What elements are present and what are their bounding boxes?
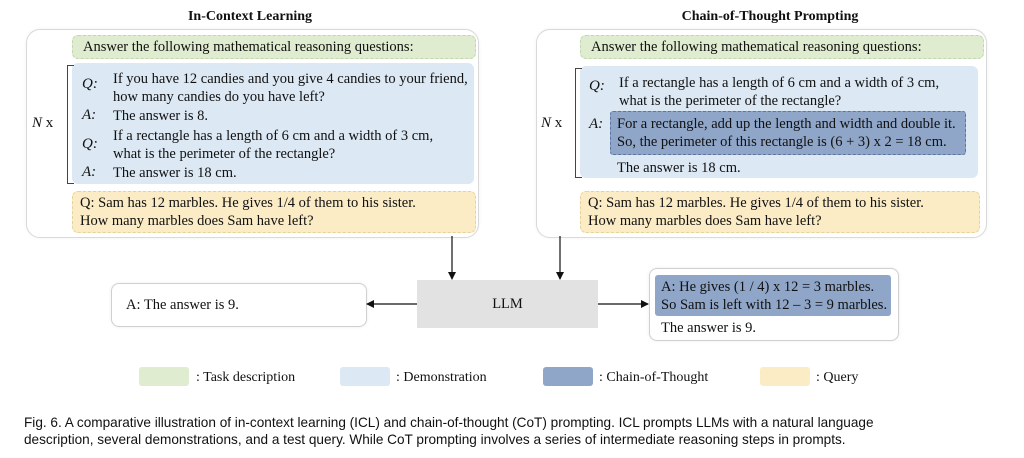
cot-demo-reasoning-line2: So, the perimeter of this rectangle is (… (617, 134, 947, 150)
icl-query-line1: Q: Sam has 12 marbles. He gives 1/4 of t… (80, 195, 416, 211)
icl-task-description: Answer the following mathematical reason… (72, 35, 476, 59)
cot-output-reasoning (655, 275, 891, 316)
icl-demo2-question-line1: If a rectangle has a length of 6 cm and … (113, 128, 434, 144)
cot-title: Chain-of-Thought Prompting (681, 9, 859, 24)
legend-label-cot: : Chain-of-Thought (599, 370, 709, 385)
icl-demo2-question-line2: what is the perimeter of the rectangle? (113, 146, 336, 162)
legend-swatch-demonstration (340, 367, 390, 386)
legend-label-query: : Query (816, 370, 859, 385)
cot-demo-a-label: A: (589, 116, 604, 132)
figure-caption-line2: description, several demonstrations, and… (24, 432, 846, 447)
cot-output-reasoning-line1: A: He gives (1 / 4) x 12 = 3 marbles. (661, 279, 875, 295)
cot-task-description: Answer the following mathematical reason… (580, 35, 984, 59)
icl-query (72, 191, 476, 233)
cot-n-times-label: N x (541, 115, 563, 131)
legend-swatch-query (760, 367, 810, 386)
cot-demo-question-line1: If a rectangle has a length of 6 cm and … (619, 75, 940, 91)
llm-box: LLM (417, 280, 598, 328)
icl-demo2-answer: The answer is 18 cm. (113, 165, 237, 181)
figure-caption-line1: Fig. 6. A comparative illustration of in… (24, 415, 874, 430)
cot-output-answer: The answer is 9. (661, 320, 757, 336)
icl-n-brace (67, 65, 74, 184)
cot-n-brace (575, 68, 582, 178)
icl-title: In-Context Learning (187, 9, 313, 24)
cot-query-line2: How many marbles does Sam have left? (588, 213, 822, 229)
cot-demo-answer: The answer is 18 cm. (617, 160, 741, 176)
icl-output-answer: A: The answer is 9. (126, 297, 239, 313)
icl-demo1-question-line2: how many candies do you have left? (113, 89, 325, 105)
icl-demo2-q-label: Q: (82, 136, 98, 152)
cot-output-reasoning-line2: So Sam is left with 12 – 3 = 9 marbles. (661, 297, 888, 313)
legend-swatch-cot (543, 367, 593, 386)
legend-swatch-task (139, 367, 189, 386)
cot-demo-question-line2: what is the perimeter of the rectangle? (619, 93, 842, 109)
icl-demonstration (72, 63, 474, 184)
icl-n-times-label: N x (32, 115, 54, 131)
cot-demo-q-label: Q: (589, 78, 605, 94)
icl-demo1-answer: The answer is 8. (113, 108, 209, 124)
icl-query-line2: How many marbles does Sam have left? (80, 213, 314, 229)
legend-label-task: : Task description (196, 370, 296, 385)
legend-label-demonstration: : Demonstration (396, 370, 487, 385)
cot-demo-reasoning (610, 111, 966, 155)
cot-query (580, 191, 980, 233)
cot-demo-reasoning-line1: For a rectangle, add up the length and w… (617, 116, 956, 132)
cot-query-line1: Q: Sam has 12 marbles. He gives 1/4 of t… (588, 195, 924, 211)
icl-output-box (111, 283, 367, 327)
icl-demo1-a-label: A: (82, 107, 97, 123)
icl-demo1-question-line1: If you have 12 candies and you give 4 ca… (113, 71, 468, 87)
icl-demo2-a-label: A: (82, 164, 97, 180)
icl-demo1-q-label: Q: (82, 76, 98, 92)
